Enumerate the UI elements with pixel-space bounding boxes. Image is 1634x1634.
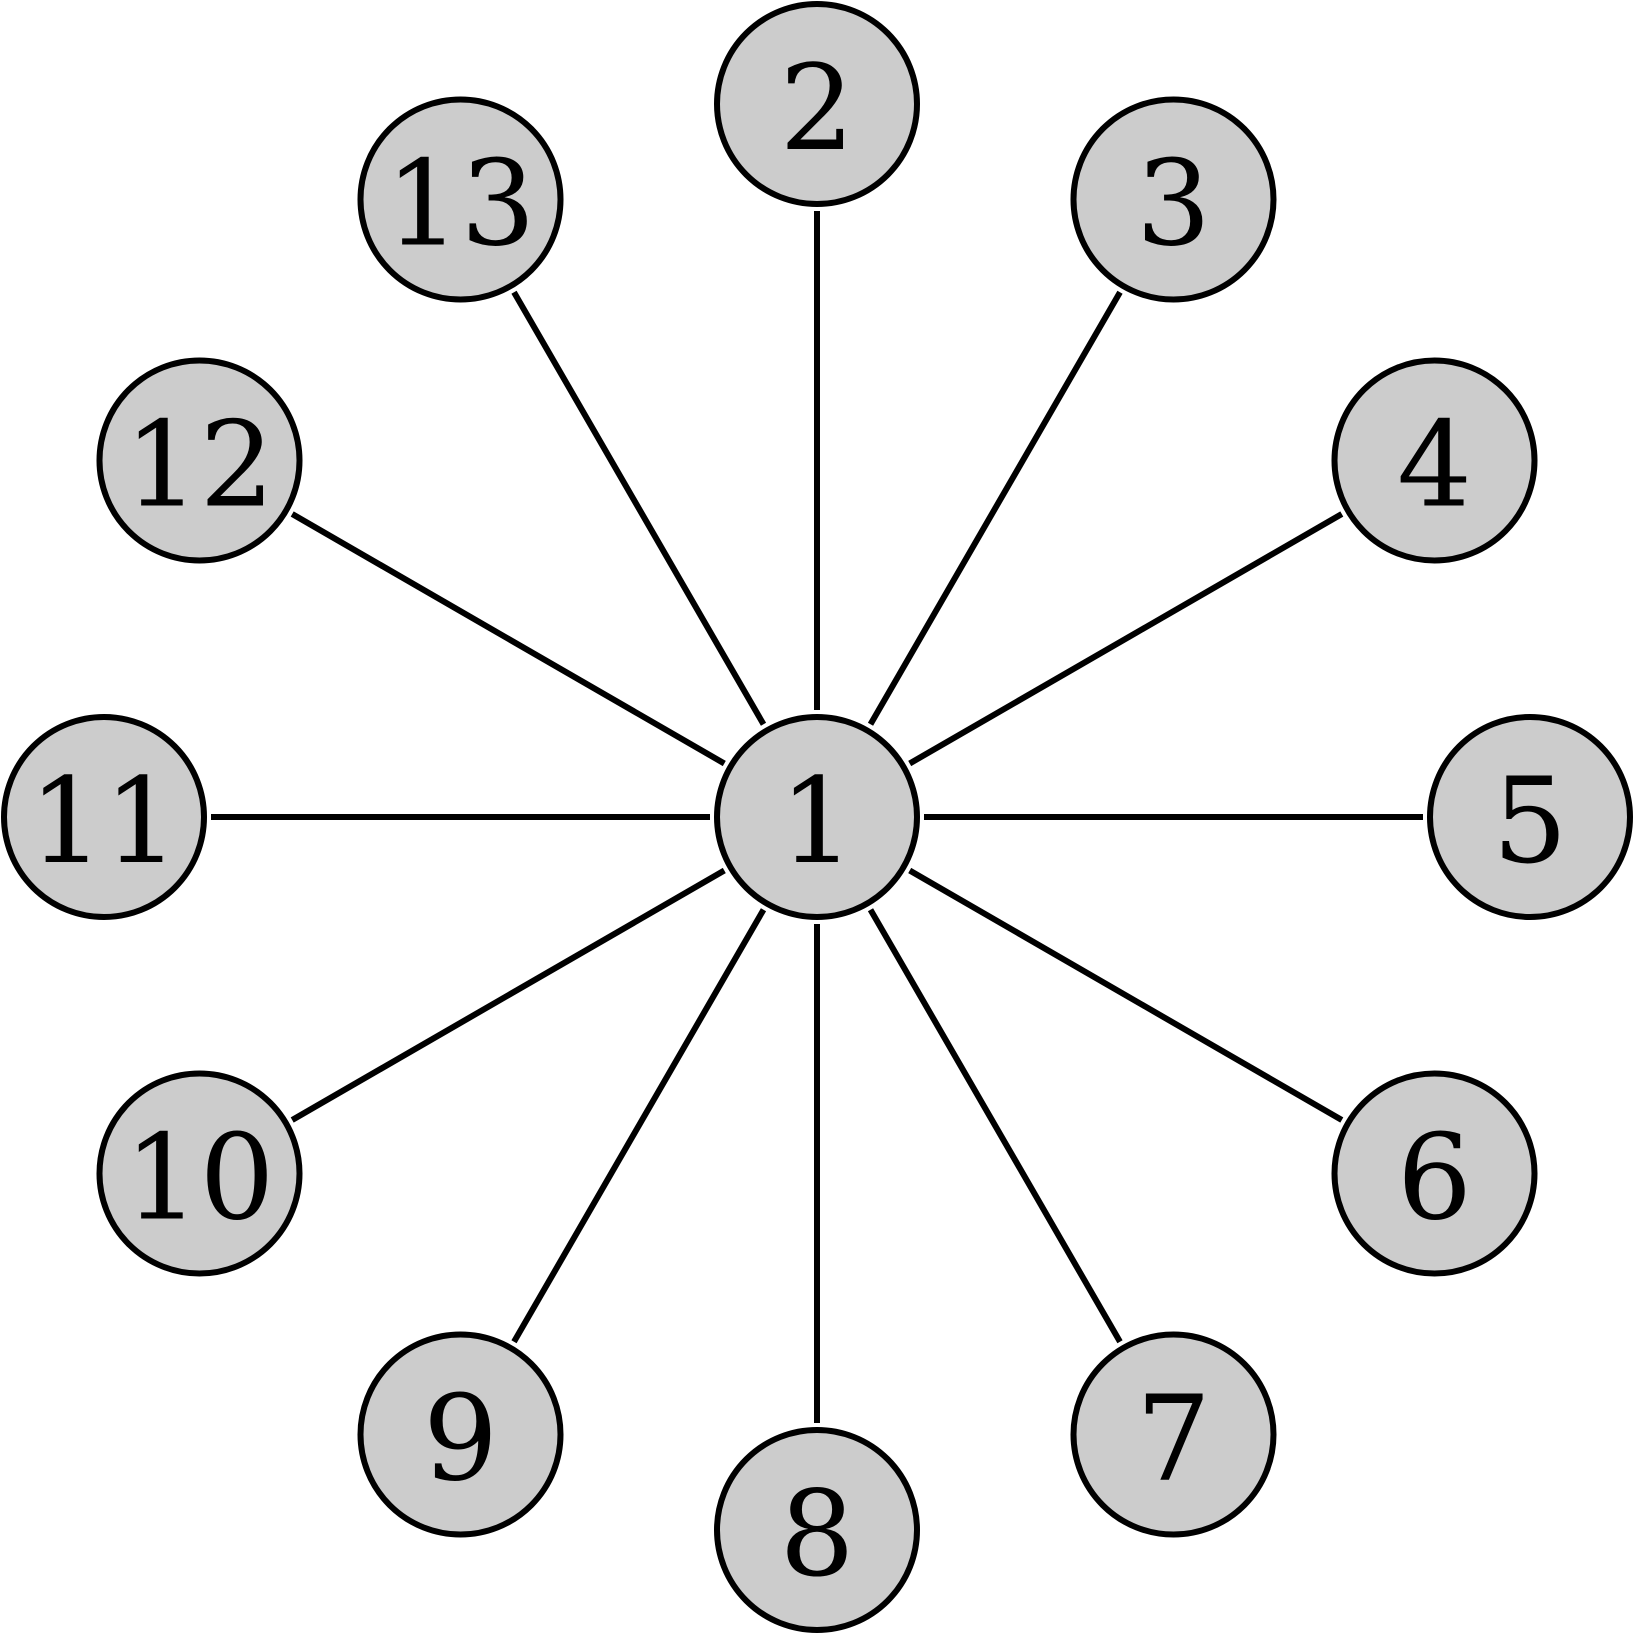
edge-1-13 <box>511 290 767 726</box>
edges-layer <box>211 211 1423 1423</box>
node-label-2: 2 <box>779 39 854 177</box>
node-label-6: 6 <box>1397 1109 1472 1247</box>
node-circle-2 <box>714 1 920 207</box>
node-circle-7 <box>1070 1331 1277 1538</box>
node-circle-10 <box>96 1070 303 1277</box>
node-circle-11 <box>1 714 207 920</box>
node-2: 2 <box>714 1 920 207</box>
node-label-9: 9 <box>423 1370 498 1508</box>
edge-1-7 <box>867 908 1123 1344</box>
node-label-12: 12 <box>124 396 274 534</box>
node-5: 5 <box>1427 714 1633 920</box>
node-label-8: 8 <box>779 1465 854 1603</box>
edge-1-4 <box>908 511 1344 767</box>
node-circle-13 <box>357 96 564 303</box>
edge-1-3 <box>867 290 1123 726</box>
node-6: 6 <box>1331 1070 1538 1277</box>
node-label-3: 3 <box>1136 135 1211 273</box>
node-label-10: 10 <box>124 1109 274 1247</box>
node-circle-5 <box>1427 714 1633 920</box>
node-10: 10 <box>96 1070 303 1277</box>
node-9: 9 <box>357 1331 564 1538</box>
edge-1-9 <box>511 908 767 1344</box>
edge-1-10 <box>290 867 726 1123</box>
node-circle-6 <box>1331 1070 1538 1277</box>
node-12: 12 <box>96 357 303 564</box>
node-label-13: 13 <box>385 135 535 273</box>
node-11: 11 <box>1 714 207 920</box>
node-circle-8 <box>714 1427 920 1633</box>
edge-1-6 <box>908 867 1344 1123</box>
node-8: 8 <box>714 1427 920 1633</box>
node-label-11: 11 <box>29 752 179 890</box>
node-7: 7 <box>1070 1331 1277 1538</box>
node-3: 3 <box>1070 96 1277 303</box>
node-label-4: 4 <box>1397 396 1472 534</box>
node-label-7: 7 <box>1136 1370 1211 1508</box>
node-circle-12 <box>96 357 303 564</box>
node-circle-4 <box>1331 357 1538 564</box>
node-label-1: 1 <box>779 752 854 890</box>
node-13: 13 <box>357 96 564 303</box>
node-circle-1 <box>714 714 920 920</box>
node-4: 4 <box>1331 357 1538 564</box>
node-label-5: 5 <box>1492 752 1567 890</box>
node-1: 1 <box>714 714 920 920</box>
node-circle-3 <box>1070 96 1277 303</box>
node-circle-9 <box>357 1331 564 1538</box>
edge-1-12 <box>290 511 726 767</box>
